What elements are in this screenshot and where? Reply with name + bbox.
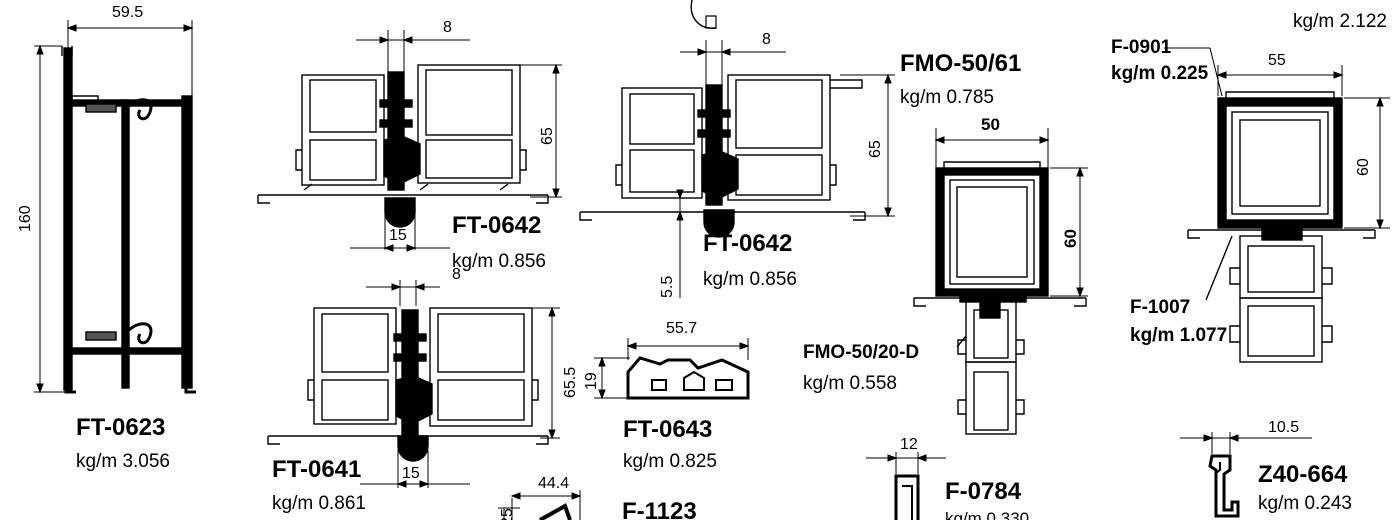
z40-664-width-dimension: 10.5 [1268, 419, 1300, 436]
f-0784-dimensions [866, 452, 946, 474]
f-1007-code: F-1007 [1130, 297, 1191, 318]
z40-664-profile [1208, 454, 1240, 518]
fmo-50-61-weight: kg/m 0.785 [900, 87, 994, 108]
ft-0642-b-weight: kg/m 0.856 [703, 269, 797, 290]
z40-664-dimensions [1180, 432, 1312, 454]
f-0901-dimensions [1164, 47, 1390, 230]
fmo-50-61-profile [913, 161, 1087, 307]
ft-0642-b-offset-dimension: 5.5 [659, 275, 676, 298]
ft-0623-height-dimension: 160 [17, 205, 34, 232]
ft-0642-a-gap-dimension: 8 [443, 19, 452, 36]
f-0784-profile [894, 474, 920, 520]
ft-0623-profile [61, 46, 196, 394]
ft-0641-base-dimension: 15 [402, 465, 420, 482]
f-1123-width-dimension: 44.4 [538, 475, 570, 492]
ft-0643-code: FT-0643 [623, 416, 713, 443]
fmo-50-20-d-weight: kg/m 0.558 [803, 373, 897, 394]
ft-0641-weight: kg/m 0.861 [272, 493, 366, 514]
ft-0623-code: FT-0623 [76, 414, 166, 441]
ft-0641-code: FT-0641 [272, 456, 362, 483]
ft-0641-height-dimension: 65.5 [562, 366, 579, 398]
ft-0642-b-code: FT-0642 [703, 230, 793, 257]
f-1123-dimensions [498, 490, 582, 520]
f-1007-weight: kg/m 1.077 [1130, 325, 1228, 346]
ft-0643-width-dimension: 55.7 [666, 320, 698, 337]
fmo-50-61-code: FMO-50/61 [900, 50, 1022, 77]
ft-0623-dimensions [34, 20, 194, 394]
ft-0641-dimensions [360, 280, 560, 488]
ft-0623-width-dimension: 59.5 [112, 4, 144, 21]
ft-0643-weight: kg/m 0.825 [623, 451, 717, 472]
ft-0641-profile [267, 307, 549, 462]
ft-0642-a-code: FT-0642 [452, 212, 542, 239]
extra-weight-label: kg/m 2.122 [1293, 11, 1387, 32]
f-1123-height-dimension: 25 [499, 508, 516, 520]
f-1123-code: F-1123 [622, 498, 697, 520]
ft-0643-profile [626, 356, 750, 400]
f-0784-code: F-0784 [945, 478, 1022, 505]
fmo-dimensions [934, 128, 1088, 298]
f-0784-width-dimension: 12 [900, 436, 918, 453]
ft-0642-a-height-dimension: 65 [539, 127, 556, 145]
f-0901-code: F-0901 [1111, 37, 1172, 58]
fmo-50-20-d-profile [956, 299, 1025, 435]
ft-0642-b-dimensions [662, 40, 895, 298]
ft-0642-a-profile [257, 64, 549, 228]
ft-0642-b-profile [579, 0, 866, 238]
f-0901-profile [1217, 91, 1343, 229]
f-1007-profile [1187, 225, 1376, 363]
f-1123-profile [539, 503, 572, 520]
fmo-50-61-height-dimension: 60 [1061, 229, 1080, 248]
f-0784-weight: kg/m 0.330 [945, 509, 1030, 520]
f-0901-weight: kg/m 0.225 [1111, 63, 1209, 84]
f-0901-width-dimension: 55 [1268, 52, 1286, 69]
f-0901-height-dimension: 60 [1355, 158, 1372, 176]
ft-0643-height-dimension: 19 [583, 372, 600, 390]
fmo-50-20-d-code: FMO-50/20-D [803, 342, 920, 363]
ft-0641-gap-dimension: 8 [452, 266, 461, 283]
ft-0642-a-base-dimension: 15 [389, 227, 407, 244]
z40-664-code: Z40-664 [1258, 461, 1348, 488]
ft-0642-b-height-dimension: 65 [867, 140, 884, 158]
ft-0643-dimensions [594, 338, 750, 400]
ft-0642-a-dimensions [350, 30, 562, 252]
ft-0623-weight: kg/m 3.056 [76, 451, 170, 472]
ft-0642-a-weight: kg/m 0.856 [452, 251, 546, 272]
z40-664-weight: kg/m 0.243 [1258, 493, 1352, 514]
ft-0642-b-gap-dimension: 8 [762, 31, 771, 48]
fmo-50-61-width-dimension: 50 [981, 115, 1000, 134]
